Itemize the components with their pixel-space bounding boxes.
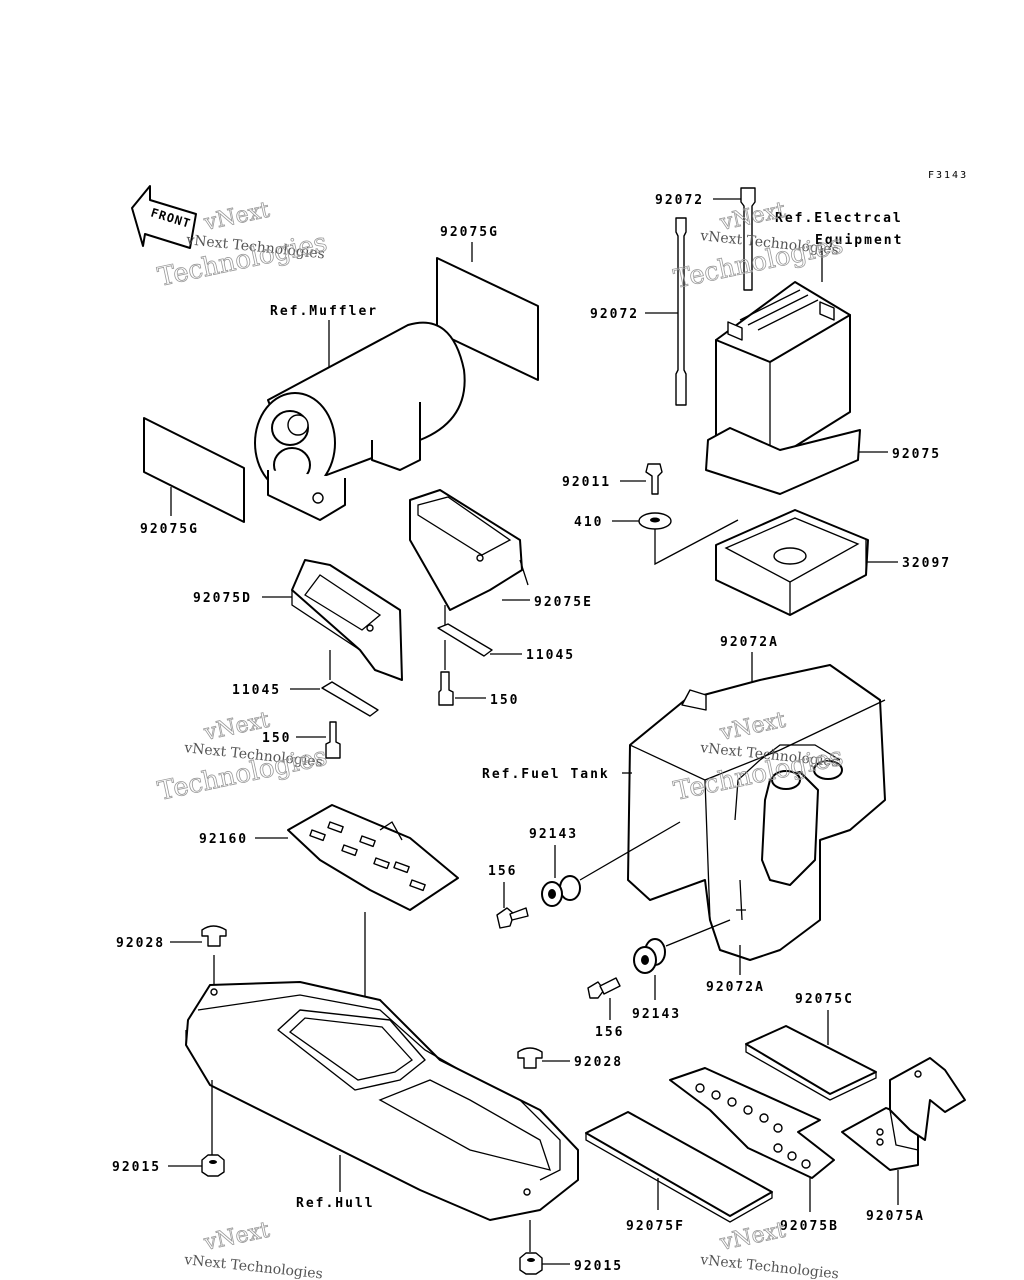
washer-410 (612, 512, 739, 566)
plug-92028-left (170, 925, 227, 990)
svg-text:vNext: vNext (201, 1218, 272, 1256)
label-92072-mid: 92072 (590, 307, 639, 322)
label-11045-left: 11045 (232, 683, 281, 698)
label-92028-left: 92028 (116, 936, 165, 951)
pad-92075g-left (143, 417, 245, 523)
plate-11045-left (290, 650, 379, 717)
label-92075b: 92075B (780, 1219, 839, 1234)
label-92160: 92160 (199, 832, 248, 847)
label-92011: 92011 (562, 475, 611, 490)
svg-text:vNext: vNext (717, 1218, 788, 1256)
label-ref-electrical-2: Equipment (815, 233, 903, 248)
hull (185, 981, 579, 1221)
label-92075c: 92075C (795, 992, 854, 1007)
svg-text:vNext Technologies: vNext Technologies (699, 1252, 840, 1280)
label-92075a: 92075A (866, 1209, 925, 1224)
label-92075e: 92075E (534, 595, 593, 610)
nut-92015-left (168, 1080, 225, 1177)
svg-text:vNext Technologies: vNext Technologies (183, 1252, 324, 1280)
label-92143-bottom: 92143 (632, 1007, 681, 1022)
label-92072a-bottom: 92072A (706, 980, 765, 995)
bolt-150-right (438, 640, 486, 706)
label-92075d: 92075D (193, 591, 252, 606)
bolt-150-left (296, 721, 341, 759)
grommet-92143-bottom (633, 919, 731, 1000)
bolt-156-top (496, 882, 529, 929)
label-92075f: 92075F (626, 1219, 685, 1234)
pad-92075b (669, 1067, 835, 1212)
label-ref-fuel-tank: Ref.Fuel Tank (482, 767, 610, 782)
label-92072-top: 92072 (655, 193, 704, 208)
label-92075: 92075 (892, 447, 941, 462)
label-92072a-top: 92072A (720, 635, 779, 650)
plug-92028-right (517, 1047, 570, 1069)
nut-92015-bottom (519, 1220, 570, 1275)
label-ref-hull: Ref.Hull (296, 1196, 375, 1211)
bolt-92011 (620, 463, 663, 495)
label-156-top: 156 (488, 864, 517, 879)
pad-92075g-top (436, 257, 539, 381)
label-410: 410 (574, 515, 603, 530)
battery-strap-92072-top (713, 187, 756, 291)
bracket-92075e (409, 489, 530, 611)
label-150-left: 150 (262, 731, 291, 746)
fuel-tank (622, 664, 886, 961)
battery-tray-pad-92075 (705, 427, 888, 495)
watermark-5: vNext vNext Technologies (183, 1217, 324, 1280)
label-11045-right: 11045 (526, 648, 575, 663)
label-92075g-left: 92075G (140, 522, 199, 537)
label-92028-right: 92028 (574, 1055, 623, 1070)
muffler (254, 321, 466, 521)
battery-strap-92072-mid (645, 217, 687, 406)
label-ref-muffler: Ref.Muffler (270, 304, 378, 319)
label-92143-top: 92143 (529, 827, 578, 842)
label-32097: 32097 (902, 556, 951, 571)
watermark-3: vNext vNext Technologies Technologies (155, 707, 330, 807)
label-156-bottom: 156 (595, 1025, 624, 1040)
grommet-92143-top (541, 821, 681, 907)
front-arrow-icon: FRONT (131, 185, 197, 249)
svg-text:vNext: vNext (201, 198, 272, 236)
figure-code: F3143 (928, 170, 968, 181)
bracket-92075a (841, 1057, 966, 1205)
bolt-156-bottom (587, 977, 621, 1020)
label-150-right: 150 (490, 693, 519, 708)
bracket-92075d (262, 559, 403, 681)
label-92015-left: 92015 (112, 1160, 161, 1175)
label-92075g-top: 92075G (440, 225, 499, 240)
label-92015-bottom: 92015 (574, 1259, 623, 1274)
battery-case-32097 (715, 509, 898, 616)
battery (715, 281, 851, 463)
plate-11045-right (437, 605, 522, 657)
pad-92075c (745, 1025, 877, 1101)
label-ref-electrical-1: Ref.Electrcal (775, 211, 903, 226)
pad-92075f (585, 1111, 773, 1223)
